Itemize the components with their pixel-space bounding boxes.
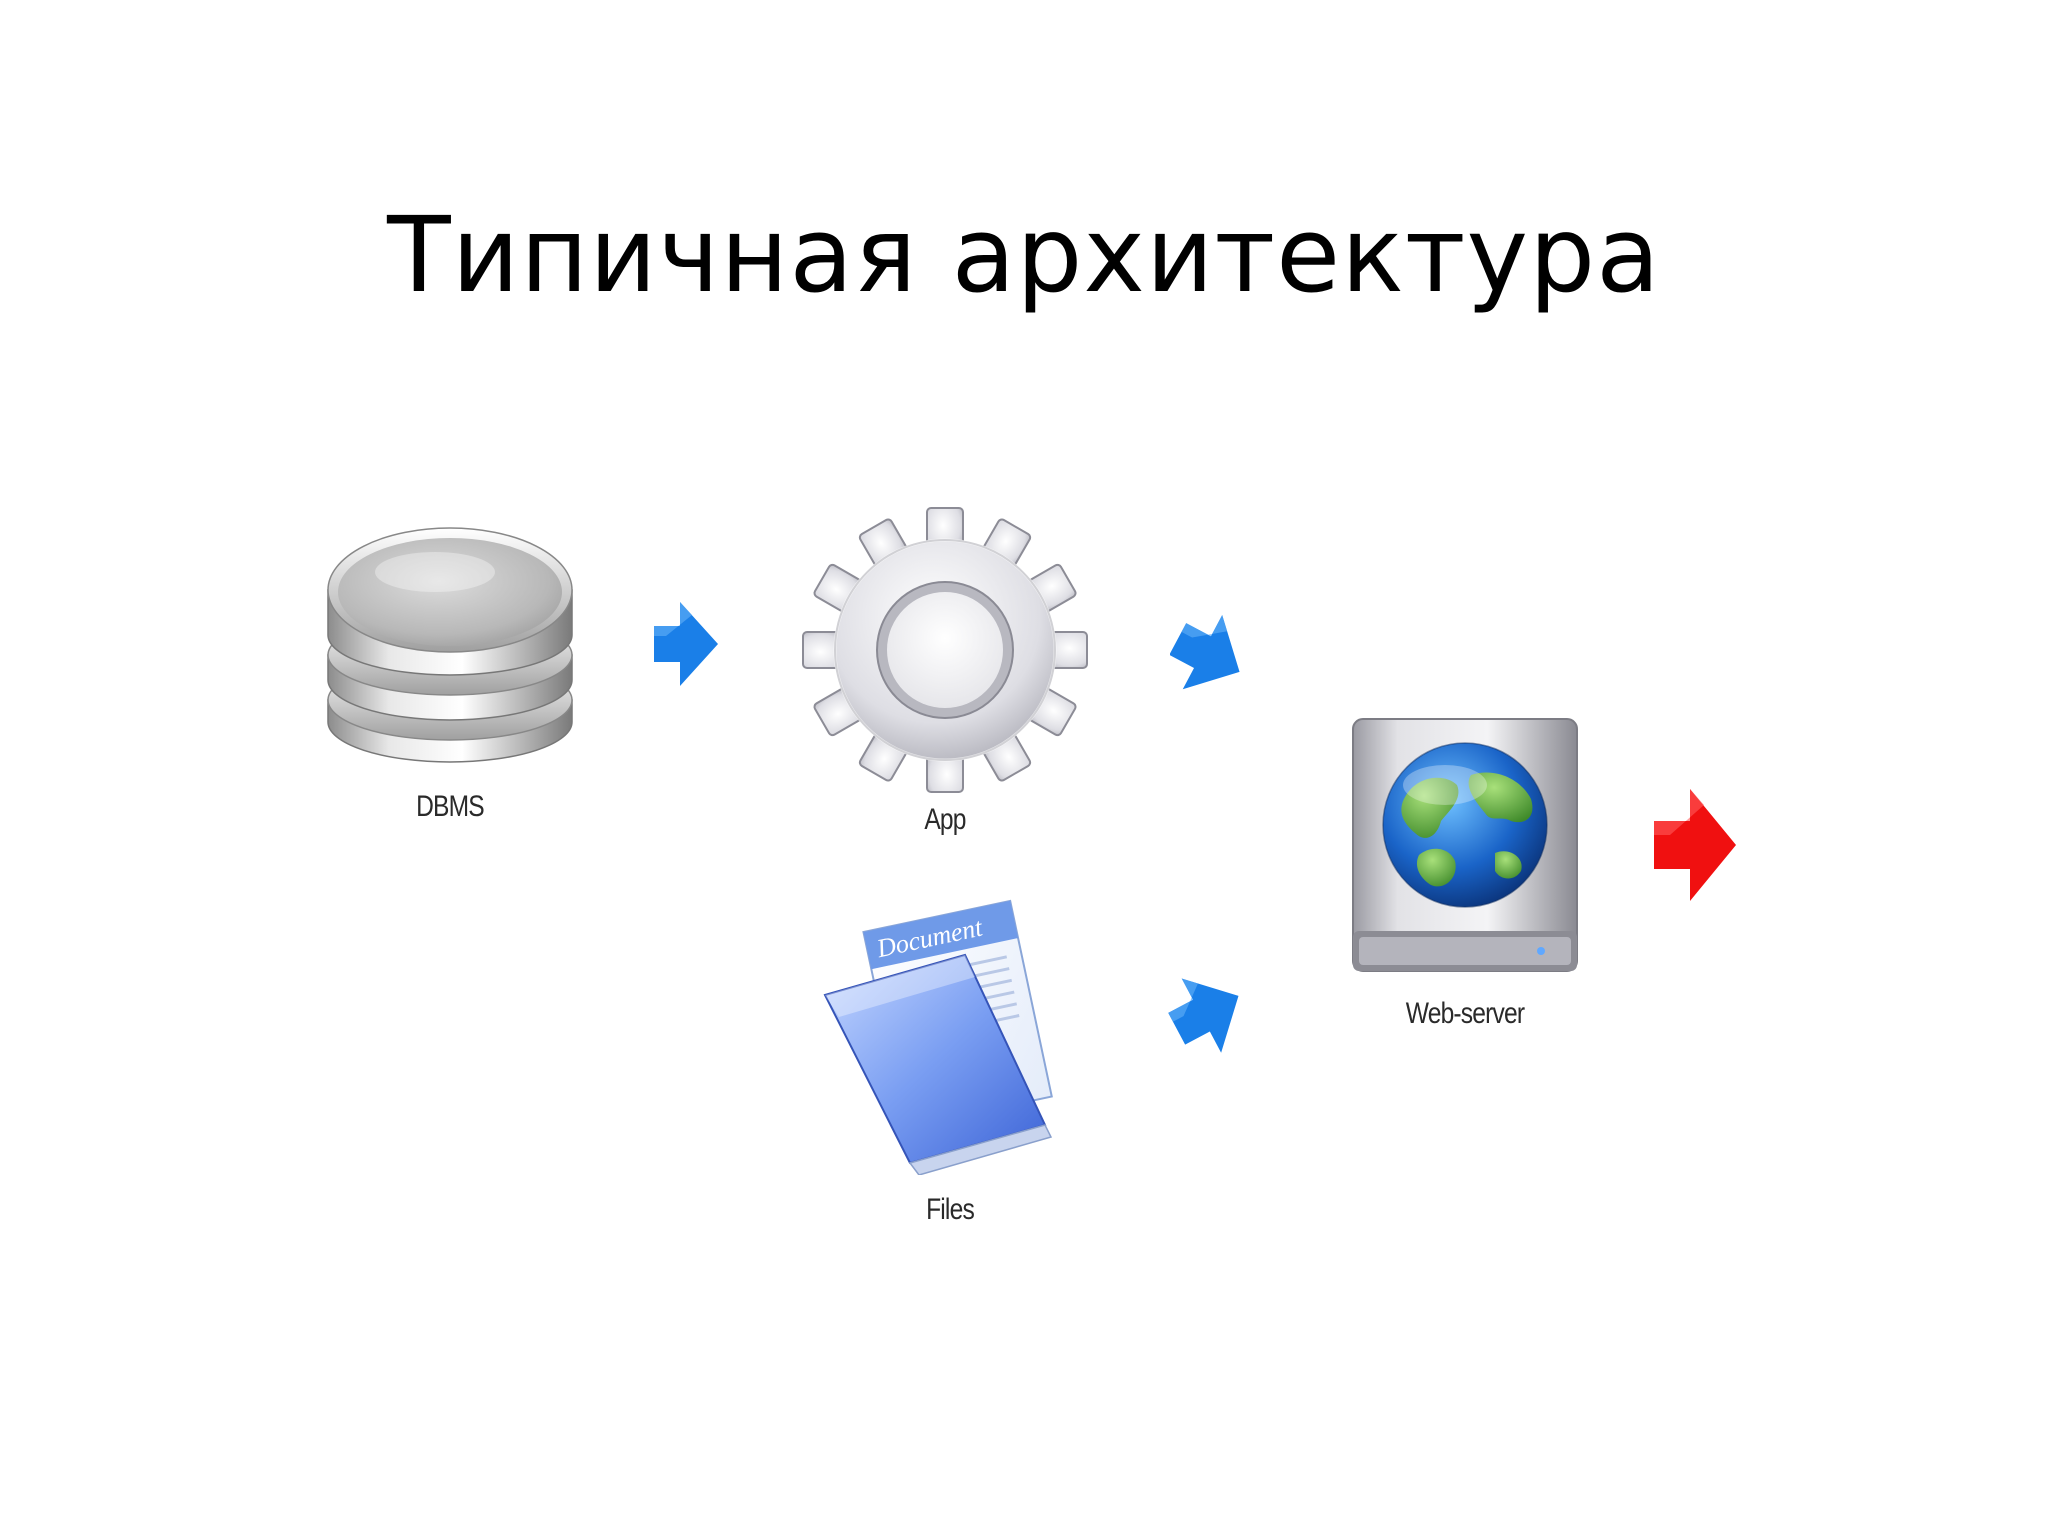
arrow-app-to-webserver <box>1170 615 1240 690</box>
webserver-label: Web-server <box>1405 997 1525 1030</box>
dbms-label: DBMS <box>416 790 485 823</box>
globe-server-icon <box>1352 718 1578 972</box>
app-node: App <box>800 505 1090 855</box>
dbms-node: DBMS <box>320 510 580 830</box>
database-icon <box>327 527 573 763</box>
webserver-node: Web-server <box>1345 715 1585 1045</box>
gear-icon <box>802 507 1088 793</box>
document-icon: Document <box>823 899 1053 1175</box>
arrow-dbms-to-app <box>654 602 718 686</box>
arrow-files-to-webserver <box>1168 978 1239 1053</box>
files-node: Document Files <box>815 895 1085 1235</box>
slide-title: Типичная архитектура <box>387 193 1661 316</box>
app-label: App <box>924 803 966 836</box>
arrow-webserver-output <box>1654 789 1736 901</box>
files-label: Files <box>926 1193 975 1226</box>
